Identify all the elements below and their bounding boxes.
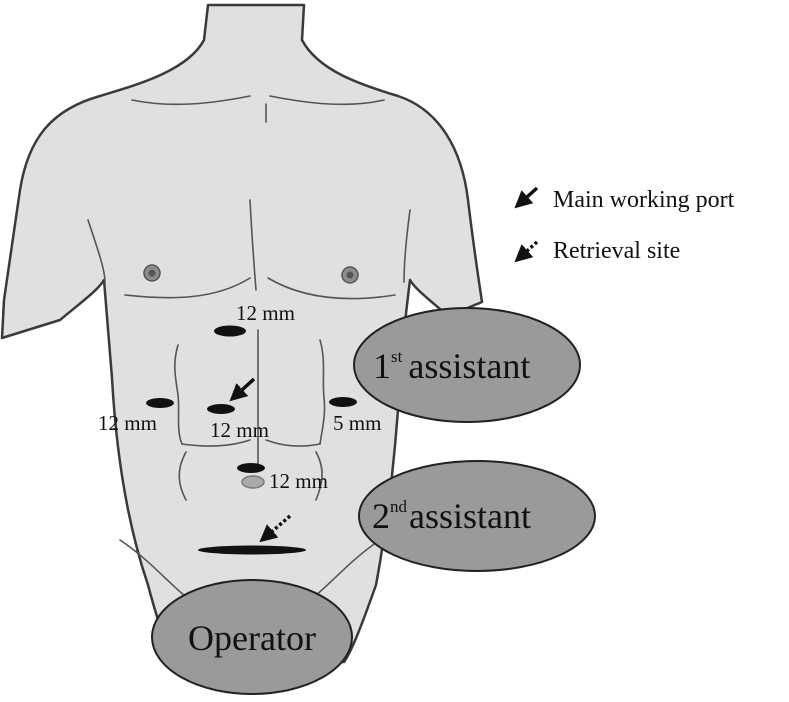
first-assistant-suffix: st xyxy=(391,347,403,366)
left-nipple xyxy=(143,264,161,282)
umbilicus xyxy=(241,475,265,489)
port-label-left: 12 mm xyxy=(98,411,157,435)
port-label-center: 12 mm xyxy=(210,418,269,442)
legend-retrieval-label: Retrieval site xyxy=(553,238,680,264)
first-assistant-word: assistant xyxy=(408,346,530,386)
right-nipple xyxy=(341,266,359,284)
retrieval-arrow-icon xyxy=(259,514,292,543)
port-right xyxy=(329,397,357,407)
port-label-umbilical: 12 mm xyxy=(269,469,328,493)
second-assistant-suffix: nd xyxy=(390,497,408,516)
port-umbilical xyxy=(237,463,265,473)
legend-main-port-label: Main working port xyxy=(553,187,735,213)
port-center xyxy=(207,404,235,414)
port-label-right: 5 mm xyxy=(333,411,381,435)
operator-label: Operator xyxy=(188,618,316,658)
retrieval-incision xyxy=(198,545,306,555)
main-port-arrow-icon xyxy=(229,377,256,402)
port-upper xyxy=(214,325,246,337)
port-left xyxy=(146,398,174,408)
solid-arrow-icon xyxy=(514,186,539,209)
second-assistant-word: assistant xyxy=(409,496,531,536)
operator-position: Operator xyxy=(151,579,353,695)
port-label-upper: 12 mm xyxy=(236,301,295,325)
second-assistant-number: 2 xyxy=(372,496,390,536)
dotted-arrow-icon xyxy=(514,240,539,263)
second-assistant-position: 2ndassistant xyxy=(358,460,596,572)
legend: Main working port Retrieval site xyxy=(514,186,735,264)
svg-text:2ndassistant: 2ndassistant xyxy=(372,496,531,536)
first-assistant-position: 1st assistant xyxy=(353,307,581,423)
first-assistant-number: 1 xyxy=(373,346,391,386)
